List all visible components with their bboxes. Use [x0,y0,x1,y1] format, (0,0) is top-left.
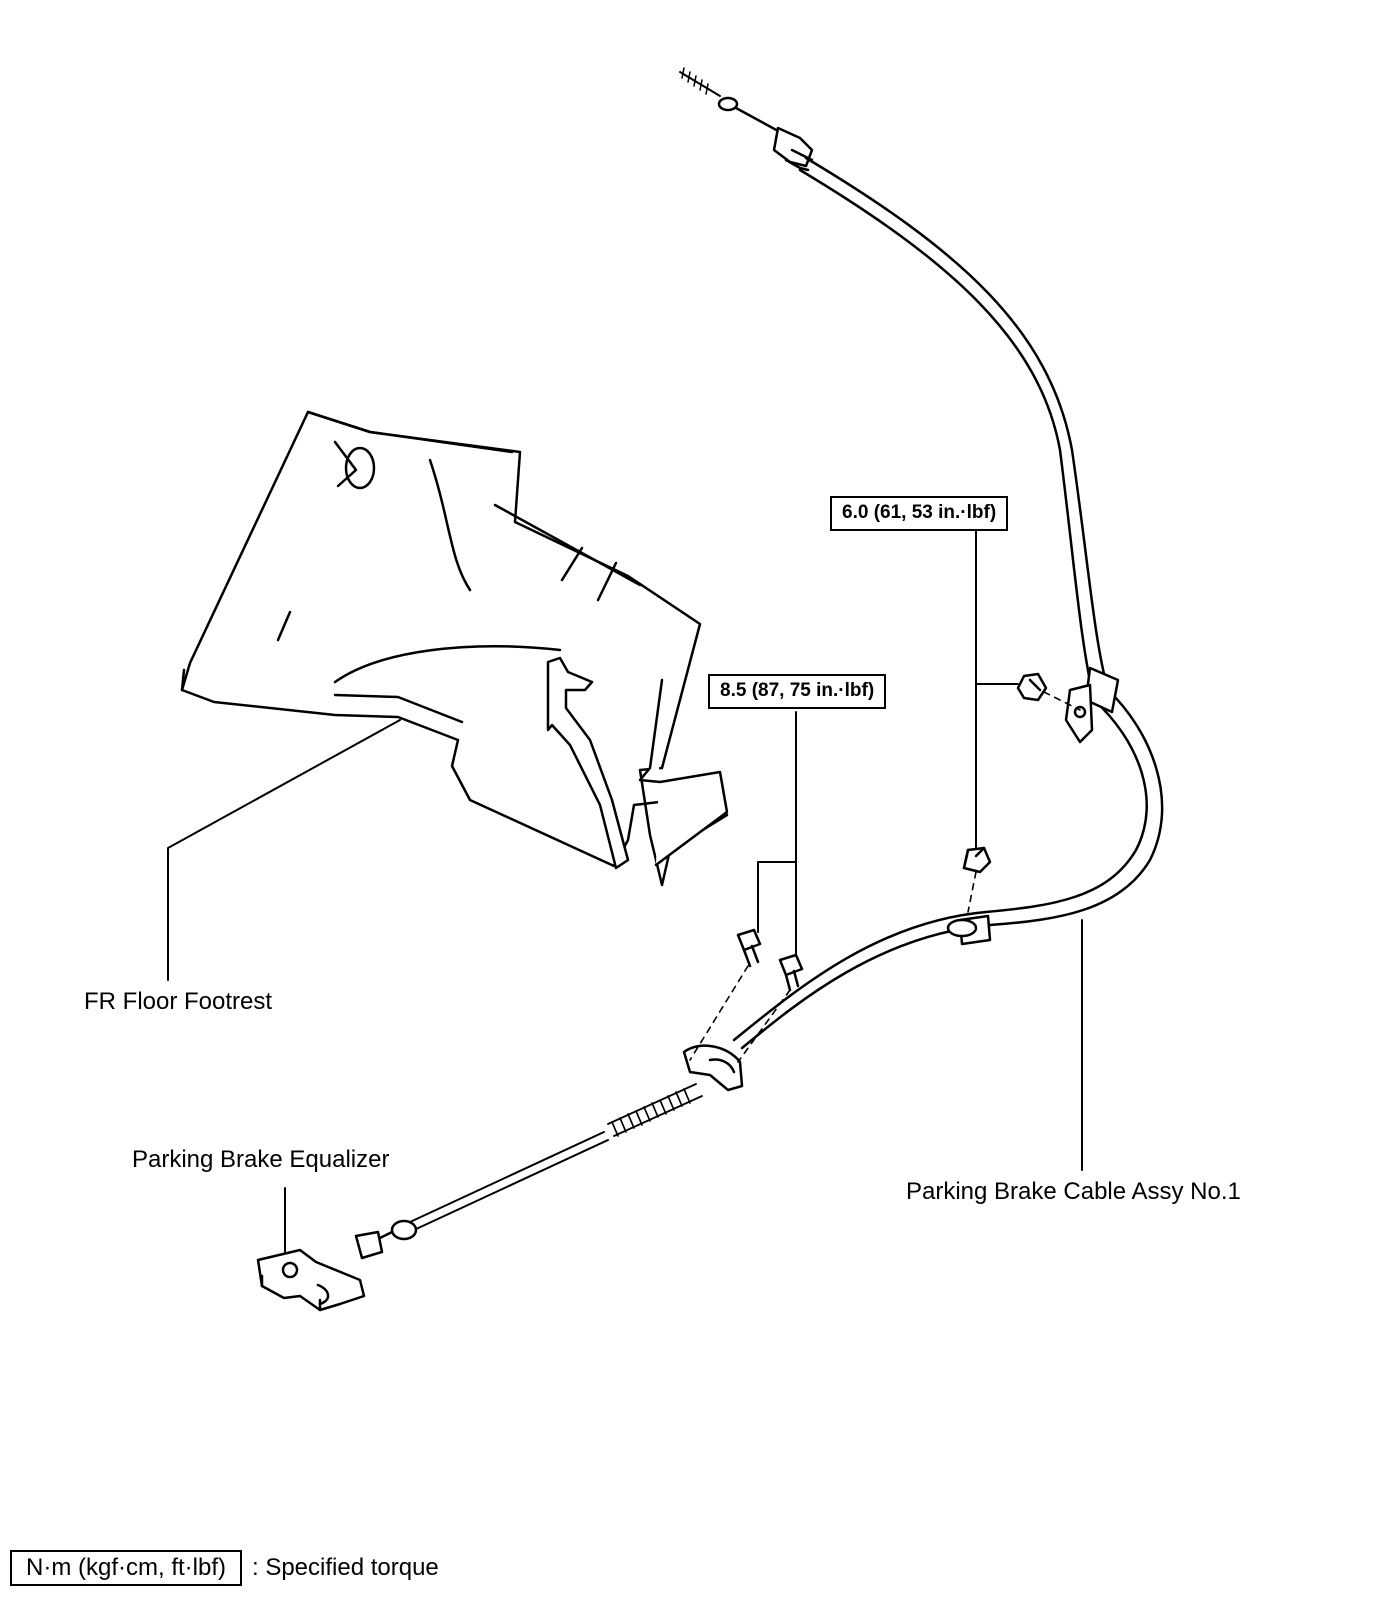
footrest-leader [167,719,401,981]
torque-box-nut: 6.0 (61, 53 in.·lbf) [830,496,1009,531]
label-cable-assy: Parking Brake Cable Assy No.1 [906,1178,1241,1205]
footrest-panel [180,410,729,887]
torque-legend: N·m (kgf·cm, ft·lbf) : Specified torque [10,1550,439,1586]
bolt-parts [736,928,804,992]
torque-box-bolt: 8.5 (87, 75 in.·lbf) [708,674,887,709]
label-footrest: FR Floor Footrest [84,988,273,1015]
brake-cable [354,67,1164,1260]
nut-parts [962,846,992,874]
upper-nut [1016,672,1048,702]
label-equalizer: Parking Brake Equalizer [132,1146,390,1173]
equalizer-part [256,1248,366,1312]
legend-unit-box: N·m (kgf·cm, ft·lbf) [10,1550,242,1586]
legend-description: : Specified torque [251,1554,439,1581]
